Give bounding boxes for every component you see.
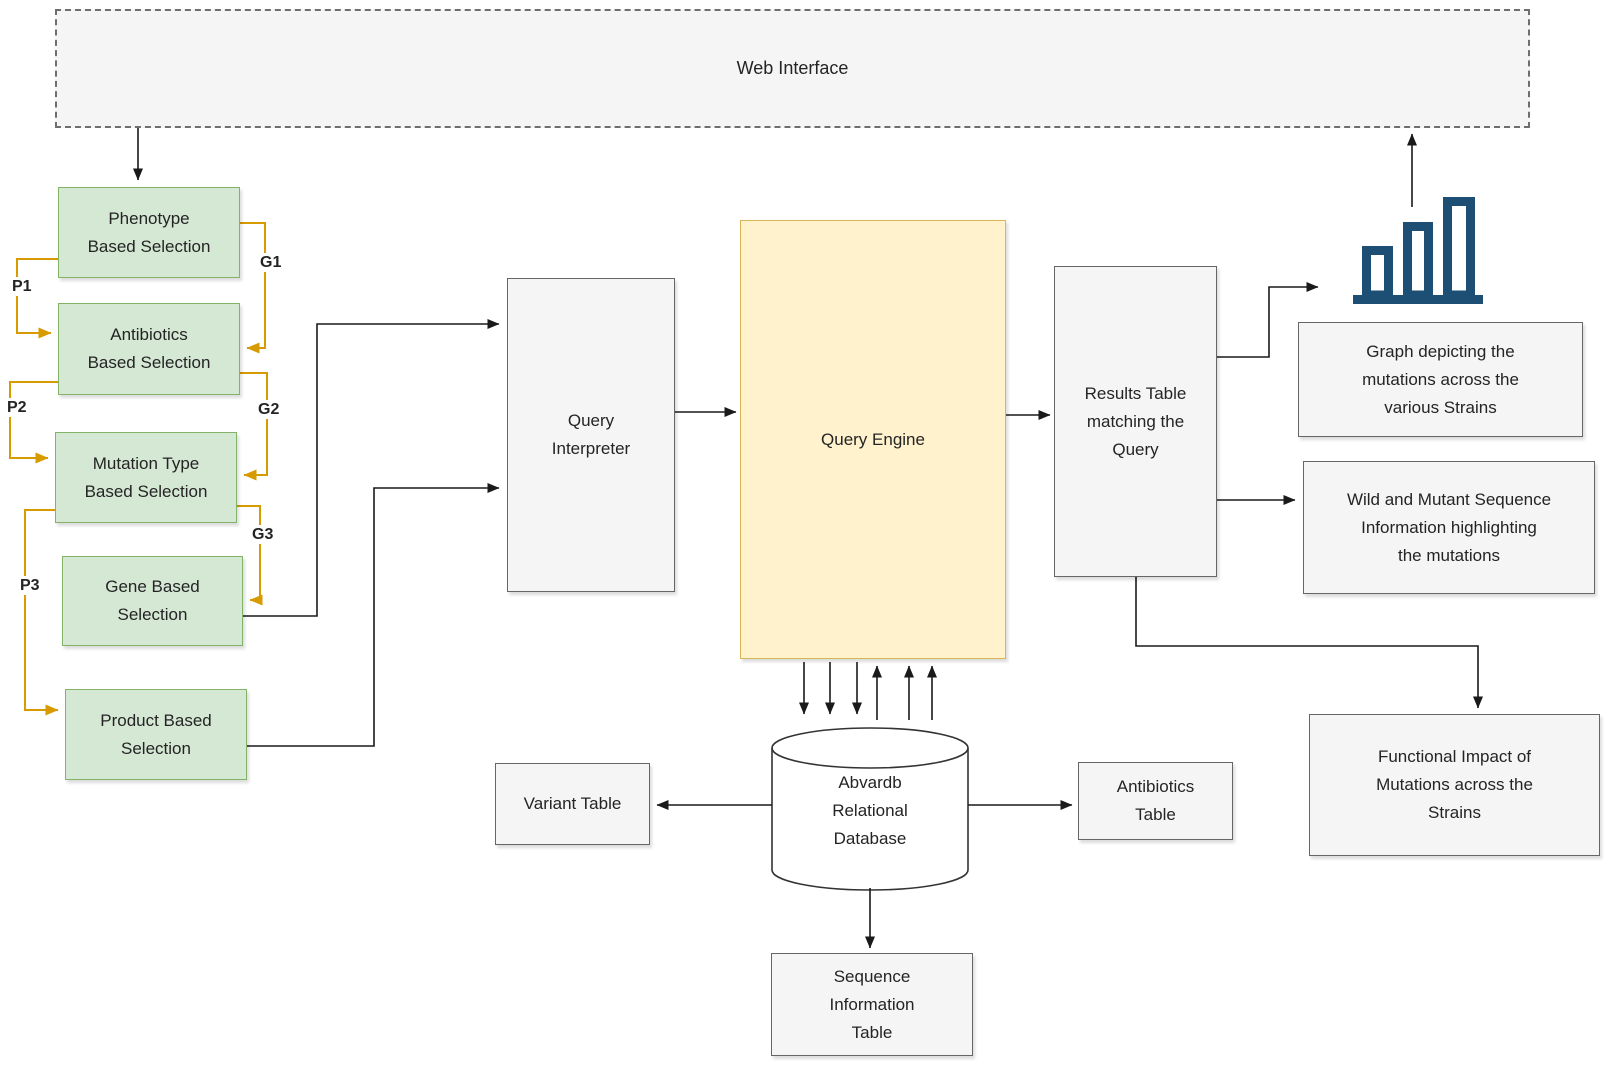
product-selection-label: Product Based Selection (100, 710, 212, 758)
database-label: Abvardb Relational Database (832, 773, 908, 848)
edge-label-p2: P2 (5, 398, 29, 417)
graph-output-box: Graph depicting the mutations across the… (1298, 322, 1583, 437)
wild-mutant-output-box: Wild and Mutant Sequence Information hig… (1303, 461, 1595, 594)
gene-selection-label: Gene Based Selection (105, 577, 200, 624)
product-selection-box: Product Based Selection (65, 689, 247, 780)
edge-results-to-functional (1135, 577, 1483, 709)
query-engine-box: Query Engine (740, 220, 1006, 659)
mutation-type-selection-label: Mutation Type Based Selection (84, 453, 208, 501)
functional-output-label: Functional Impact of Mutations across th… (1376, 747, 1533, 822)
antibiotics-selection-box: Antibiotics Based Selection (58, 303, 240, 395)
antibiotics-selection-label: Antibiotics Based Selection (87, 325, 211, 372)
phenotype-selection-label: Phenotype Based Selection (87, 208, 211, 256)
edge-label-g3: G3 (250, 525, 276, 544)
query-interpreter-box: Query Interpreter (507, 278, 675, 592)
edge-label-g1: G1 (258, 253, 284, 272)
phenotype-selection-box: Phenotype Based Selection (58, 187, 240, 278)
edge-p1 (16, 258, 58, 339)
graph-output-label: Graph depicting the mutations across the… (1362, 341, 1519, 417)
mutation-type-selection-box: Mutation Type Based Selection (55, 432, 237, 523)
edge-gene-to-interpreter (243, 319, 500, 617)
edge-label-p1: P1 (10, 277, 34, 296)
sequence-table-label: Sequence Information Table (829, 966, 915, 1042)
edge-label-p3: P3 (18, 576, 42, 595)
edge-product-to-interpreter (247, 483, 500, 747)
web-interface-box: Web Interface (55, 9, 1530, 128)
wild-mutant-output-label: Wild and Mutant Sequence Information hig… (1346, 489, 1552, 565)
variant-table-box: Variant Table (495, 763, 650, 845)
functional-output-box: Functional Impact of Mutations across th… (1309, 714, 1600, 856)
edge-p2 (9, 381, 58, 464)
bar-chart-icon (1350, 192, 1486, 306)
gene-selection-box: Gene Based Selection (62, 556, 243, 646)
edge-label-g2: G2 (256, 400, 282, 419)
sequence-table-box: Sequence Information Table (771, 953, 973, 1056)
antibiotics-table-label: Antibiotics Table (1116, 777, 1195, 824)
edge-g2 (240, 372, 268, 481)
query-engine-label: Query Engine (821, 429, 925, 449)
query-interpreter-label: Query Interpreter (551, 411, 631, 458)
variant-table-label: Variant Table (523, 794, 622, 813)
results-table-label: Results Table matching the Query (1084, 383, 1187, 459)
edge-g1 (240, 222, 266, 354)
web-interface-label: Web Interface (736, 58, 849, 78)
edge-p3 (24, 509, 59, 716)
antibiotics-table-box: Antibiotics Table (1078, 762, 1233, 840)
results-table-box: Results Table matching the Query (1054, 266, 1217, 577)
